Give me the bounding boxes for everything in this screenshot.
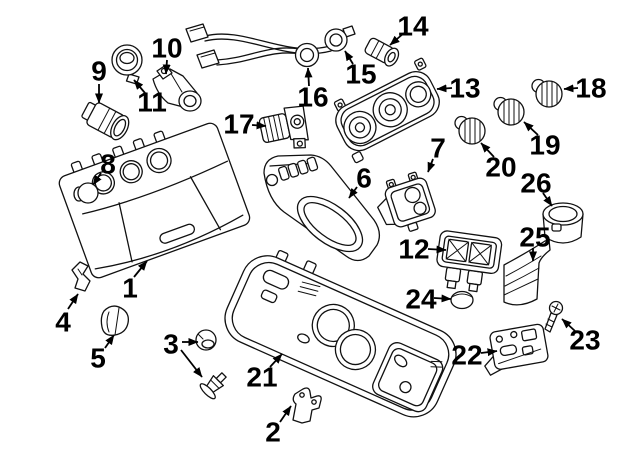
callout-arrow-6 [348,186,358,199]
callout-arrow-19 [523,121,539,136]
callout-label-7-bracket-plate: 7 [430,133,446,164]
part-2-mounting-bracket [292,387,322,424]
callout-label-26-cup-holder-insert: 26 [520,168,551,199]
callout-label-21-console-body-lower: 21 [246,362,277,393]
callout-arrow-15 [344,50,354,65]
part-21-console-body-lower [224,249,457,418]
callout-arrow-22 [480,348,498,357]
part-17-console-switch [258,105,309,149]
part-20-control-knob [454,115,486,145]
callout-label-19-control-knob-middle: 19 [529,130,560,161]
callout-label-1-console-front-panel: 1 [122,273,138,304]
callout-label-25-side-bracket: 25 [519,222,550,253]
callout-label-23-screw: 23 [569,325,600,356]
part-23-screw [544,300,564,333]
callout-label-14-bulb-socket: 14 [397,11,429,42]
part-14-bulb-socket [364,37,400,67]
part-5-end-cap-cover [100,305,129,336]
part-13-climate-control-panel [333,57,440,164]
part-11-lighter-element [111,44,143,85]
callout-arrow-11 [133,79,146,94]
callout-arrow-26 [542,192,553,207]
part-1-console-front-panel [58,122,251,279]
part-10-socket-housing [152,64,202,112]
callout-label-18-control-knob-right: 18 [575,73,606,104]
callout-label-11-lighter-element: 11 [137,87,167,118]
callout-arrow-18 [563,84,579,93]
callout-label-20-control-knob-left: 20 [485,152,516,183]
part-8-blanking-plug [73,182,99,204]
callout-arrow-4 [67,293,79,310]
callout-label-2-mounting-bracket: 2 [265,417,281,448]
callout-label-6-shifter-bezel-trim: 6 [356,163,372,194]
part-18-control-knob [531,78,563,108]
callout-label-16-wiring-harness: 16 [297,82,328,113]
callout-label-3-grommet-and-push-pin: 3 [163,329,179,360]
callout-arrow-5 [104,334,115,349]
callout-arrow-20 [480,142,495,158]
part-12-switch-panel [436,230,503,293]
callout-arrow-21 [269,353,283,368]
callout-arrow-10 [162,59,171,75]
part-3-push-pin [199,372,227,400]
callout-label-4-retainer-clip: 4 [55,307,71,338]
callout-label-15-harness-end-socket: 15 [345,59,376,90]
part-6-shifter-bezel-trim [263,154,381,262]
callout-arrow-8 [92,172,102,186]
part-15-harness-end-socket [324,25,356,52]
part-24-cap-plug [450,290,474,310]
part-26-cup-holder-insert [542,202,584,244]
callout-label-22-rear-bracket: 22 [451,340,482,371]
callout-label-24-cap-plug: 24 [405,284,437,315]
part-16-wiring-harness [185,23,332,69]
callout-arrow-16 [304,67,313,87]
callout-label-9-power-outlet-socket: 9 [91,56,107,87]
part-25-side-bracket [503,239,551,306]
callout-label-13-climate-control-panel: 13 [449,73,480,104]
callout-arrow-7 [427,158,436,173]
callout-arrow-17 [251,121,267,130]
callout-arrow-2 [279,405,292,423]
callout-arrow-13 [436,84,453,93]
callout-label-17-console-switch: 17 [223,109,254,140]
part-4-retainer-clip [71,261,91,292]
callout-arrow-24 [433,294,452,303]
part-19-control-knob [493,96,525,126]
callout-arrow-1 [133,260,148,278]
callout-arrow-3 [180,349,203,378]
part-9-power-outlet-socket [81,101,130,141]
callout-label-8-blanking-plug: 8 [100,149,116,180]
part-7-bracket-plate [377,171,436,232]
callout-arrow-12 [427,245,447,254]
part-3-grommet [195,329,217,351]
callout-label-12-switch-panel: 12 [398,234,429,265]
callout-label-5-end-cap-cover: 5 [90,343,106,374]
callout-label-10-socket-housing: 10 [151,33,182,64]
callout-arrow-14 [389,32,405,46]
part-22-rear-bracket [484,323,549,376]
callout-arrow-23 [561,318,576,332]
